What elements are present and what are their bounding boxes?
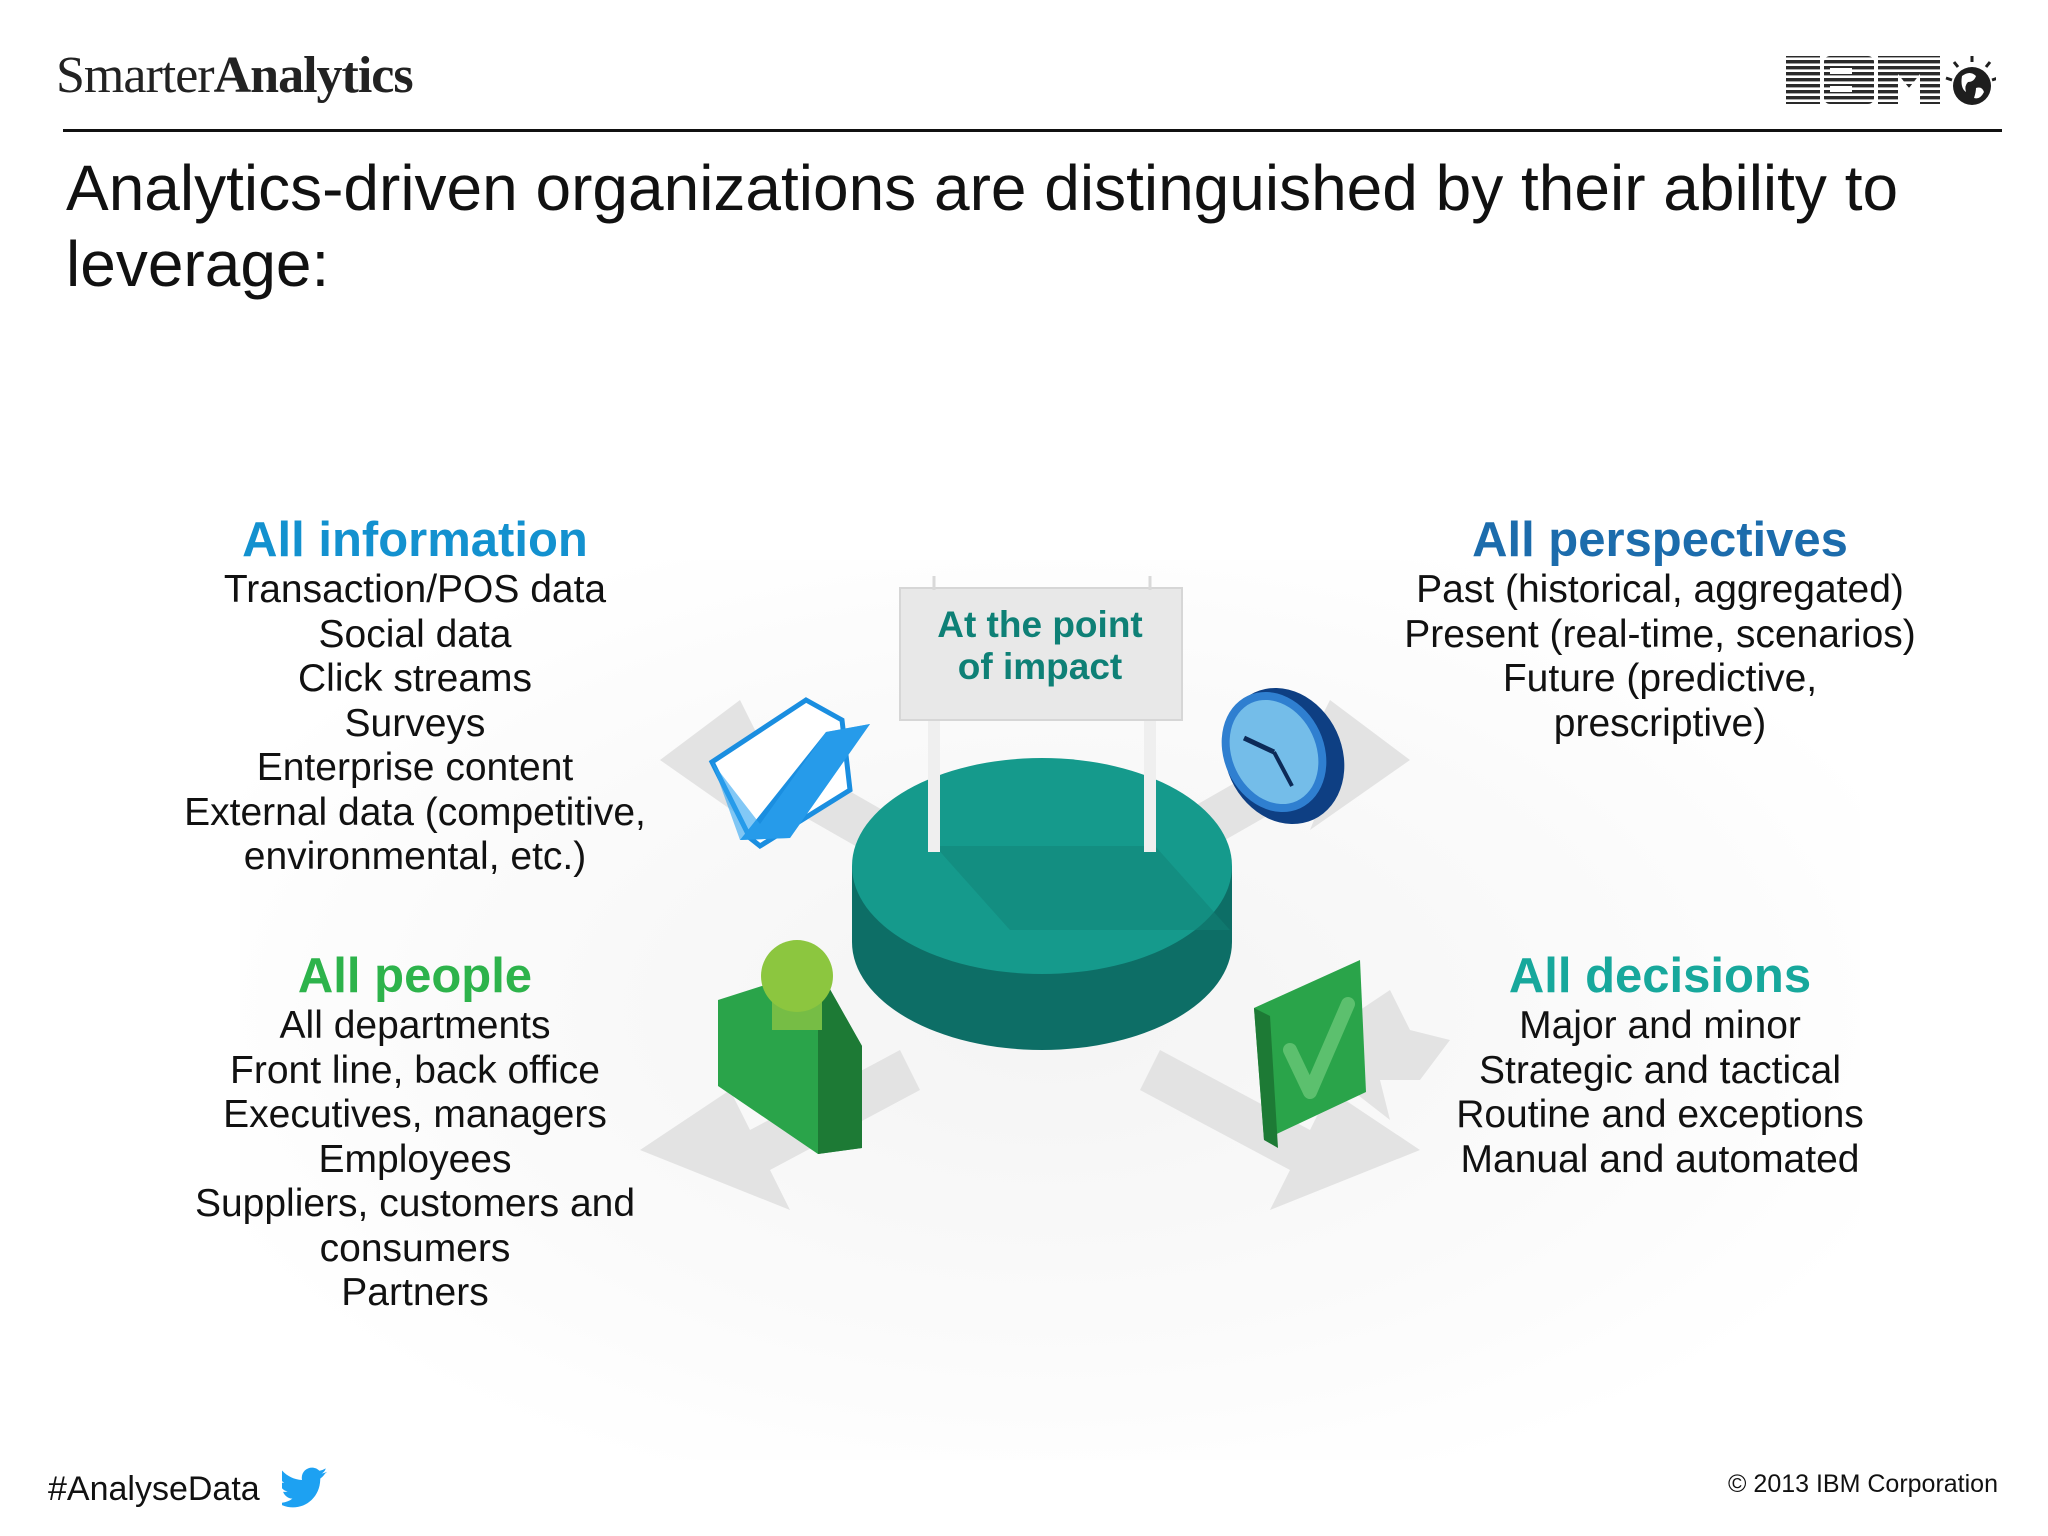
- list-item: Major and minor: [1519, 1004, 1801, 1047]
- ibm-globe-icon: [1945, 56, 1996, 105]
- quadrant-all-people: All people All departments Front line, b…: [160, 948, 670, 1316]
- list-item: Click streams: [297, 657, 533, 700]
- list-item: Employees: [318, 1137, 512, 1181]
- hashtag-link[interactable]: #AnalyseData: [48, 1470, 260, 1508]
- ibm-wordmark: [1786, 56, 1940, 104]
- list-item: All departments: [279, 1004, 551, 1047]
- list-item: Suppliers, customers and: [194, 1182, 636, 1225]
- checkmark-icon: [1254, 960, 1366, 1148]
- brand-bold: Analytics: [213, 47, 414, 104]
- quadrant-all-decisions: All decisions Major and minor Strategic …: [1400, 948, 1920, 1182]
- list-item: environmental, etc.): [243, 835, 587, 878]
- list-item: Surveys: [344, 701, 486, 745]
- header-divider: [63, 129, 2002, 132]
- person-icon: [718, 940, 862, 1154]
- list-item: Enterprise content: [256, 746, 574, 789]
- list-item: Strategic and tactical: [1478, 1048, 1842, 1092]
- sign: [899, 576, 1183, 852]
- quadrant-heading: All people: [297, 949, 533, 1003]
- folder-icon: [708, 697, 870, 850]
- sign-label: At the point of impact: [900, 604, 1180, 688]
- list-item: prescriptive): [1553, 701, 1767, 745]
- smarter-analytics-logo: SmarterAnalytics: [56, 47, 414, 104]
- list-item: External data (competitive,: [184, 790, 646, 834]
- arrow-right-mid: [1300, 990, 1450, 1120]
- clock-icon: [1221, 687, 1345, 825]
- quadrant-all-information: All information Transaction/POS data Soc…: [160, 512, 670, 880]
- list-item: Past (historical, aggregated): [1416, 568, 1904, 611]
- list-item: Manual and automated: [1460, 1137, 1860, 1181]
- list-item: consumers: [319, 1226, 511, 1270]
- sign-label-line2: of impact: [957, 646, 1123, 687]
- list-item: Present (real-time, scenarios): [1404, 612, 1916, 656]
- copyright-text: © 2013 IBM Corporation: [1728, 1470, 1998, 1498]
- ibm-logo: [1786, 56, 1996, 105]
- quadrant-all-perspectives: All perspectives Past (historical, aggre…: [1370, 512, 1950, 746]
- list-item: Routine and exceptions: [1456, 1093, 1864, 1136]
- page-title: Analytics-driven organizations are disti…: [66, 152, 1899, 300]
- list-item: Front line, back office: [230, 1048, 600, 1092]
- twitter-bird-icon[interactable]: [282, 1466, 330, 1510]
- quadrant-heading: All information: [242, 513, 588, 567]
- sign-label-line1: At the point: [937, 604, 1143, 645]
- quadrant-heading: All perspectives: [1472, 513, 1848, 567]
- list-item: Social data: [318, 612, 512, 656]
- list-item: Partners: [341, 1271, 489, 1314]
- quadrant-heading: All decisions: [1508, 949, 1812, 1003]
- list-item: Executives, managers: [223, 1093, 607, 1136]
- list-item: Transaction/POS data: [223, 568, 607, 611]
- platform: [852, 758, 1232, 1050]
- brand-regular: Smarter: [56, 47, 215, 104]
- list-item: Future (predictive,: [1502, 657, 1818, 700]
